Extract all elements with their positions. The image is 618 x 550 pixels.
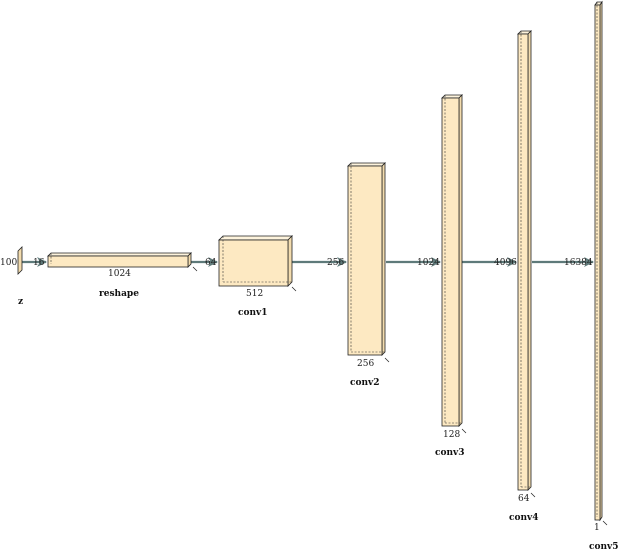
arrowhead-conv3: [431, 257, 441, 267]
conv5-input-size: 16384: [564, 258, 593, 268]
layer-conv2: 256 256 conv2: [327, 162, 390, 388]
conv4-width: 64: [518, 494, 530, 504]
conv1-side-face: [287, 235, 293, 287]
layer-conv1: 64 512 conv1: [205, 235, 297, 318]
conv1-depth-tick: [291, 286, 297, 292]
conv2-front-face: [347, 165, 383, 356]
conv3-front-face: [441, 97, 460, 427]
layer-conv5: 16384 1 conv5: [564, 0, 618, 550]
z-plane: [17, 246, 23, 275]
conv3-label: conv3: [435, 448, 465, 458]
conv5-front-face: [594, 4, 601, 521]
reshape-front-face: [47, 255, 189, 268]
reshape-input-size: 16: [33, 258, 45, 268]
z-label: z: [18, 297, 23, 307]
conv1-input-size: 64: [205, 258, 217, 268]
conv5-width: 1: [594, 523, 600, 533]
reshape-label: reshape: [99, 289, 139, 299]
conv1-width: 512: [246, 289, 263, 299]
conv2-input-size: 256: [327, 258, 344, 268]
arrowhead-conv1: [208, 257, 218, 267]
conv4-front-face: [517, 33, 529, 491]
conv3-side-face: [458, 94, 463, 427]
layer-conv3: 1024 128 conv3: [417, 94, 467, 458]
arrowhead-conv5: [584, 257, 594, 267]
reshape-width: 1024: [108, 269, 131, 279]
arrowhead-conv2: [337, 257, 347, 267]
conv1-front-face: [218, 239, 289, 287]
conv2-label: conv2: [350, 378, 380, 388]
layer-reshape: 16 1024 reshape: [33, 252, 198, 299]
conv1-top-face: [218, 235, 293, 241]
conv3-input-size: 1024: [417, 258, 440, 268]
arrowhead-reshape: [37, 257, 47, 267]
conv2-width: 256: [357, 359, 374, 369]
connections: [22, 257, 594, 267]
reshape-top-face: [47, 252, 192, 257]
arrowhead-conv4: [507, 257, 517, 267]
conv5-label: conv5: [589, 542, 618, 550]
layer-z: 100 z: [0, 246, 23, 307]
conv2-side-face: [381, 162, 386, 356]
z-input-size: 100: [0, 258, 17, 268]
conv5-depth-tick: [602, 520, 608, 526]
conv3-width: 128: [443, 430, 460, 440]
conv1-label: conv1: [238, 308, 268, 318]
conv4-side-face: [527, 30, 532, 491]
conv2-depth-tick: [384, 357, 390, 363]
reshape-side-face: [187, 252, 192, 268]
conv4-input-size: 4096: [494, 258, 517, 268]
conv2-top-face: [347, 162, 386, 167]
conv4-label: conv4: [509, 513, 539, 523]
conv3-depth-tick: [461, 428, 467, 434]
layer-conv4: 4096 64 conv4: [494, 30, 539, 523]
conv4-depth-tick: [530, 492, 536, 498]
reshape-depth-tick: [192, 266, 198, 272]
